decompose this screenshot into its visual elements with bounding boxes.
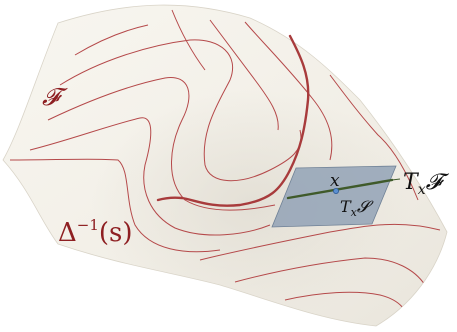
tangent-line-pointer: [391, 178, 401, 181]
tangent-plane: [271, 165, 397, 228]
preimage-label-argument: (s): [99, 218, 133, 248]
tangent-space-level-sub: x: [351, 206, 358, 219]
contour-line: [171, 9, 206, 71]
preimage-label: Δ−1(s): [58, 216, 133, 248]
tangent-space-surface-T: T: [403, 170, 420, 195]
preimage-label-exponent: −1: [77, 216, 99, 234]
tangent-space-level-T: T: [340, 197, 352, 216]
contour-line: [74, 24, 149, 56]
contour-line: [29, 117, 271, 236]
contour-line: [329, 74, 419, 201]
point-x-label: x: [330, 171, 340, 191]
point-x-marker: [332, 187, 339, 194]
tangent-space-surface-set: 𝓕: [426, 170, 450, 195]
contour-line: [59, 39, 302, 182]
preimage-label-delta: Δ: [58, 218, 77, 248]
contour-line: [47, 77, 276, 211]
tangent-line: [286, 178, 394, 200]
tangent-space-surface-sub: x: [418, 182, 426, 198]
contour-line: [209, 19, 279, 131]
contour-line: [199, 223, 441, 261]
contour-line: [9, 158, 221, 253]
level-set-curve: [156, 34, 310, 207]
contour-line: [244, 21, 333, 161]
tangent-space-level-label: Tx𝓢: [340, 197, 374, 219]
tangent-space-surface-label: Tx𝓕: [403, 170, 450, 198]
contour-line: [234, 257, 426, 286]
